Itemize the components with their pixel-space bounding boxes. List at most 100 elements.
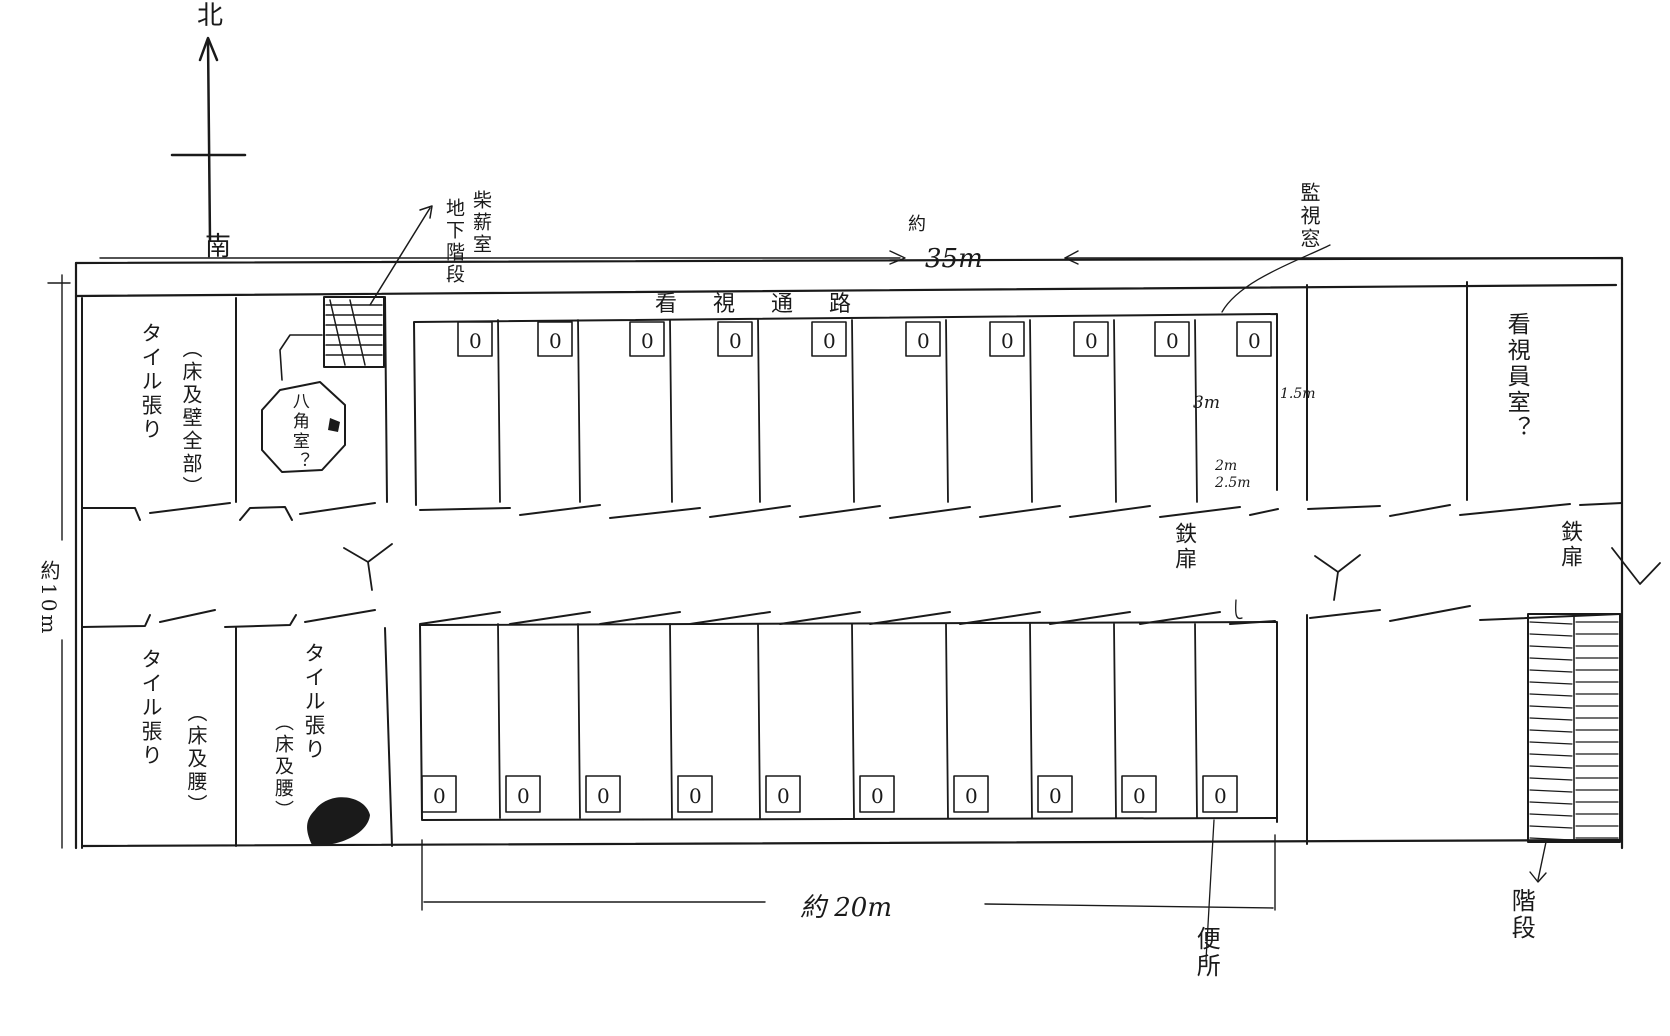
fixture-symbol: 0 — [729, 329, 742, 353]
fixture-symbol: 0 — [871, 784, 884, 808]
cell-1-5m-label: 1.5m — [1280, 386, 1316, 402]
dimension-20m — [421, 834, 1276, 911]
fixture-symbol: 0 — [549, 329, 562, 353]
stair-tread — [1529, 765, 1573, 769]
stair-tread — [1529, 729, 1573, 733]
cell-divider — [577, 623, 581, 819]
cell-divider — [1194, 623, 1198, 819]
cell-fixture: 0 — [905, 321, 941, 357]
stair-tread — [1529, 657, 1573, 661]
tile-note-3: （床及腰） — [271, 712, 294, 822]
fixture-symbol: 0 — [1049, 784, 1062, 808]
fixture-symbol: 0 — [1085, 329, 1098, 353]
cell-divider — [757, 319, 761, 503]
fixture-symbol: 0 — [1214, 784, 1227, 808]
cells-length-label: 約 20m — [800, 893, 892, 923]
cell-divider — [1113, 623, 1117, 819]
cell-fixture: 0 — [765, 775, 801, 813]
watch-corridor-label: 看視通路 — [655, 292, 888, 317]
fixture-symbol: 0 — [689, 784, 702, 808]
stair-tread — [1529, 645, 1573, 649]
cell-divider — [945, 623, 949, 819]
cell-fixture: 0 — [953, 775, 989, 813]
stairs-label: 階段 — [1507, 888, 1536, 942]
building-outline — [47, 250, 1624, 850]
tile-note-2: （床及腰） — [184, 702, 208, 817]
cell-block-north: 0 0 0 0 0 0 0 0 0 0 — [413, 313, 1278, 506]
cell-fixture: 0 — [811, 321, 847, 357]
stair-tread — [1529, 621, 1573, 625]
monitoring-window-label: 監視窓 — [1297, 182, 1321, 251]
fixture-symbol: 0 — [823, 329, 836, 353]
compass — [170, 36, 247, 242]
cell-divider — [945, 319, 949, 503]
width-prefix-label: 約 — [908, 214, 926, 235]
cell-fixture: 0 — [1202, 775, 1238, 813]
west-rooms — [235, 205, 433, 847]
fixture-symbol: 0 — [597, 784, 610, 808]
octagon-room-label: 八角室？ — [288, 392, 309, 472]
stair-tread — [1529, 777, 1573, 781]
stair-tread — [1529, 633, 1573, 637]
cell-divider — [851, 319, 855, 503]
fuel-room-sub-label: 地下階段 — [442, 198, 465, 286]
cell-fixture: 0 — [1073, 321, 1109, 357]
fixture-symbol: 0 — [965, 784, 978, 808]
cell-fixture: 0 — [677, 775, 713, 813]
stair-tread — [1529, 825, 1573, 829]
stair-tread — [1529, 753, 1573, 757]
cell-divider — [1113, 319, 1117, 503]
cell-fixture: 0 — [505, 775, 541, 813]
cell-fixture: 0 — [537, 321, 573, 357]
fixture-symbol: 0 — [469, 329, 482, 353]
stair-tread — [1529, 705, 1573, 709]
cell-fixture: 0 — [421, 775, 457, 813]
leader-lines — [1205, 244, 1331, 961]
cell-block-south: 0 0 0 0 0 0 0 0 0 0 — [419, 621, 1278, 823]
iron-door-label-2: 鉄扉 — [1557, 520, 1583, 570]
corridor-walls — [81, 502, 1661, 628]
fixture-symbol: 0 — [1248, 329, 1261, 353]
cell-fixture: 0 — [457, 321, 493, 357]
stair-tread — [1529, 681, 1573, 685]
stair-tread — [1529, 693, 1573, 697]
guard-room-label: 看視員室？ — [1503, 312, 1530, 442]
cell-depth-3m-label: 3m — [1193, 393, 1220, 413]
cell-fixture: 0 — [717, 321, 753, 357]
cell-divider — [1194, 319, 1198, 503]
compass-south-label: 南 — [205, 232, 231, 262]
cell-divider — [757, 623, 761, 819]
tile-note-1: （床及壁全部） — [179, 338, 203, 499]
cell-fixture: 0 — [1121, 775, 1157, 813]
cell-2m-label: 2m — [1214, 458, 1237, 474]
cell-2-5m-label: 2.5m — [1214, 475, 1251, 491]
iron-door-label-1: 鉄扉 — [1171, 522, 1197, 572]
cell-divider — [497, 319, 501, 503]
fixture-symbol: 0 — [917, 329, 930, 353]
stair-tread — [1529, 669, 1573, 673]
stair-tread — [1529, 837, 1573, 841]
cell-divider — [669, 623, 673, 819]
east-rooms — [1306, 281, 1621, 883]
tile-label-2: タイル張り — [139, 648, 164, 768]
fixture-symbol: 0 — [1166, 329, 1179, 353]
toilet-label: 便所 — [1192, 926, 1221, 980]
stair-tread — [1529, 801, 1573, 805]
cell-fixture: 0 — [989, 321, 1025, 357]
fixture-symbol: 0 — [641, 329, 654, 353]
compass-north-label: 北 — [197, 1, 223, 31]
fixture-symbol: 0 — [517, 784, 530, 808]
cell-divider — [669, 319, 673, 503]
cell-divider — [851, 623, 855, 819]
fixture-symbol: 0 — [433, 784, 446, 808]
fuel-room-label: 柴薪室 — [469, 190, 492, 256]
stair-tread — [1529, 789, 1573, 793]
cell-divider — [1029, 319, 1033, 503]
cell-fixture: 0 — [585, 775, 621, 813]
stair-treads — [1529, 621, 1619, 841]
depth-dimension-label: 約10m — [37, 560, 61, 637]
stair-tread — [1529, 741, 1573, 745]
cell-fixture: 0 — [859, 775, 895, 813]
cell-divider — [1029, 623, 1033, 819]
